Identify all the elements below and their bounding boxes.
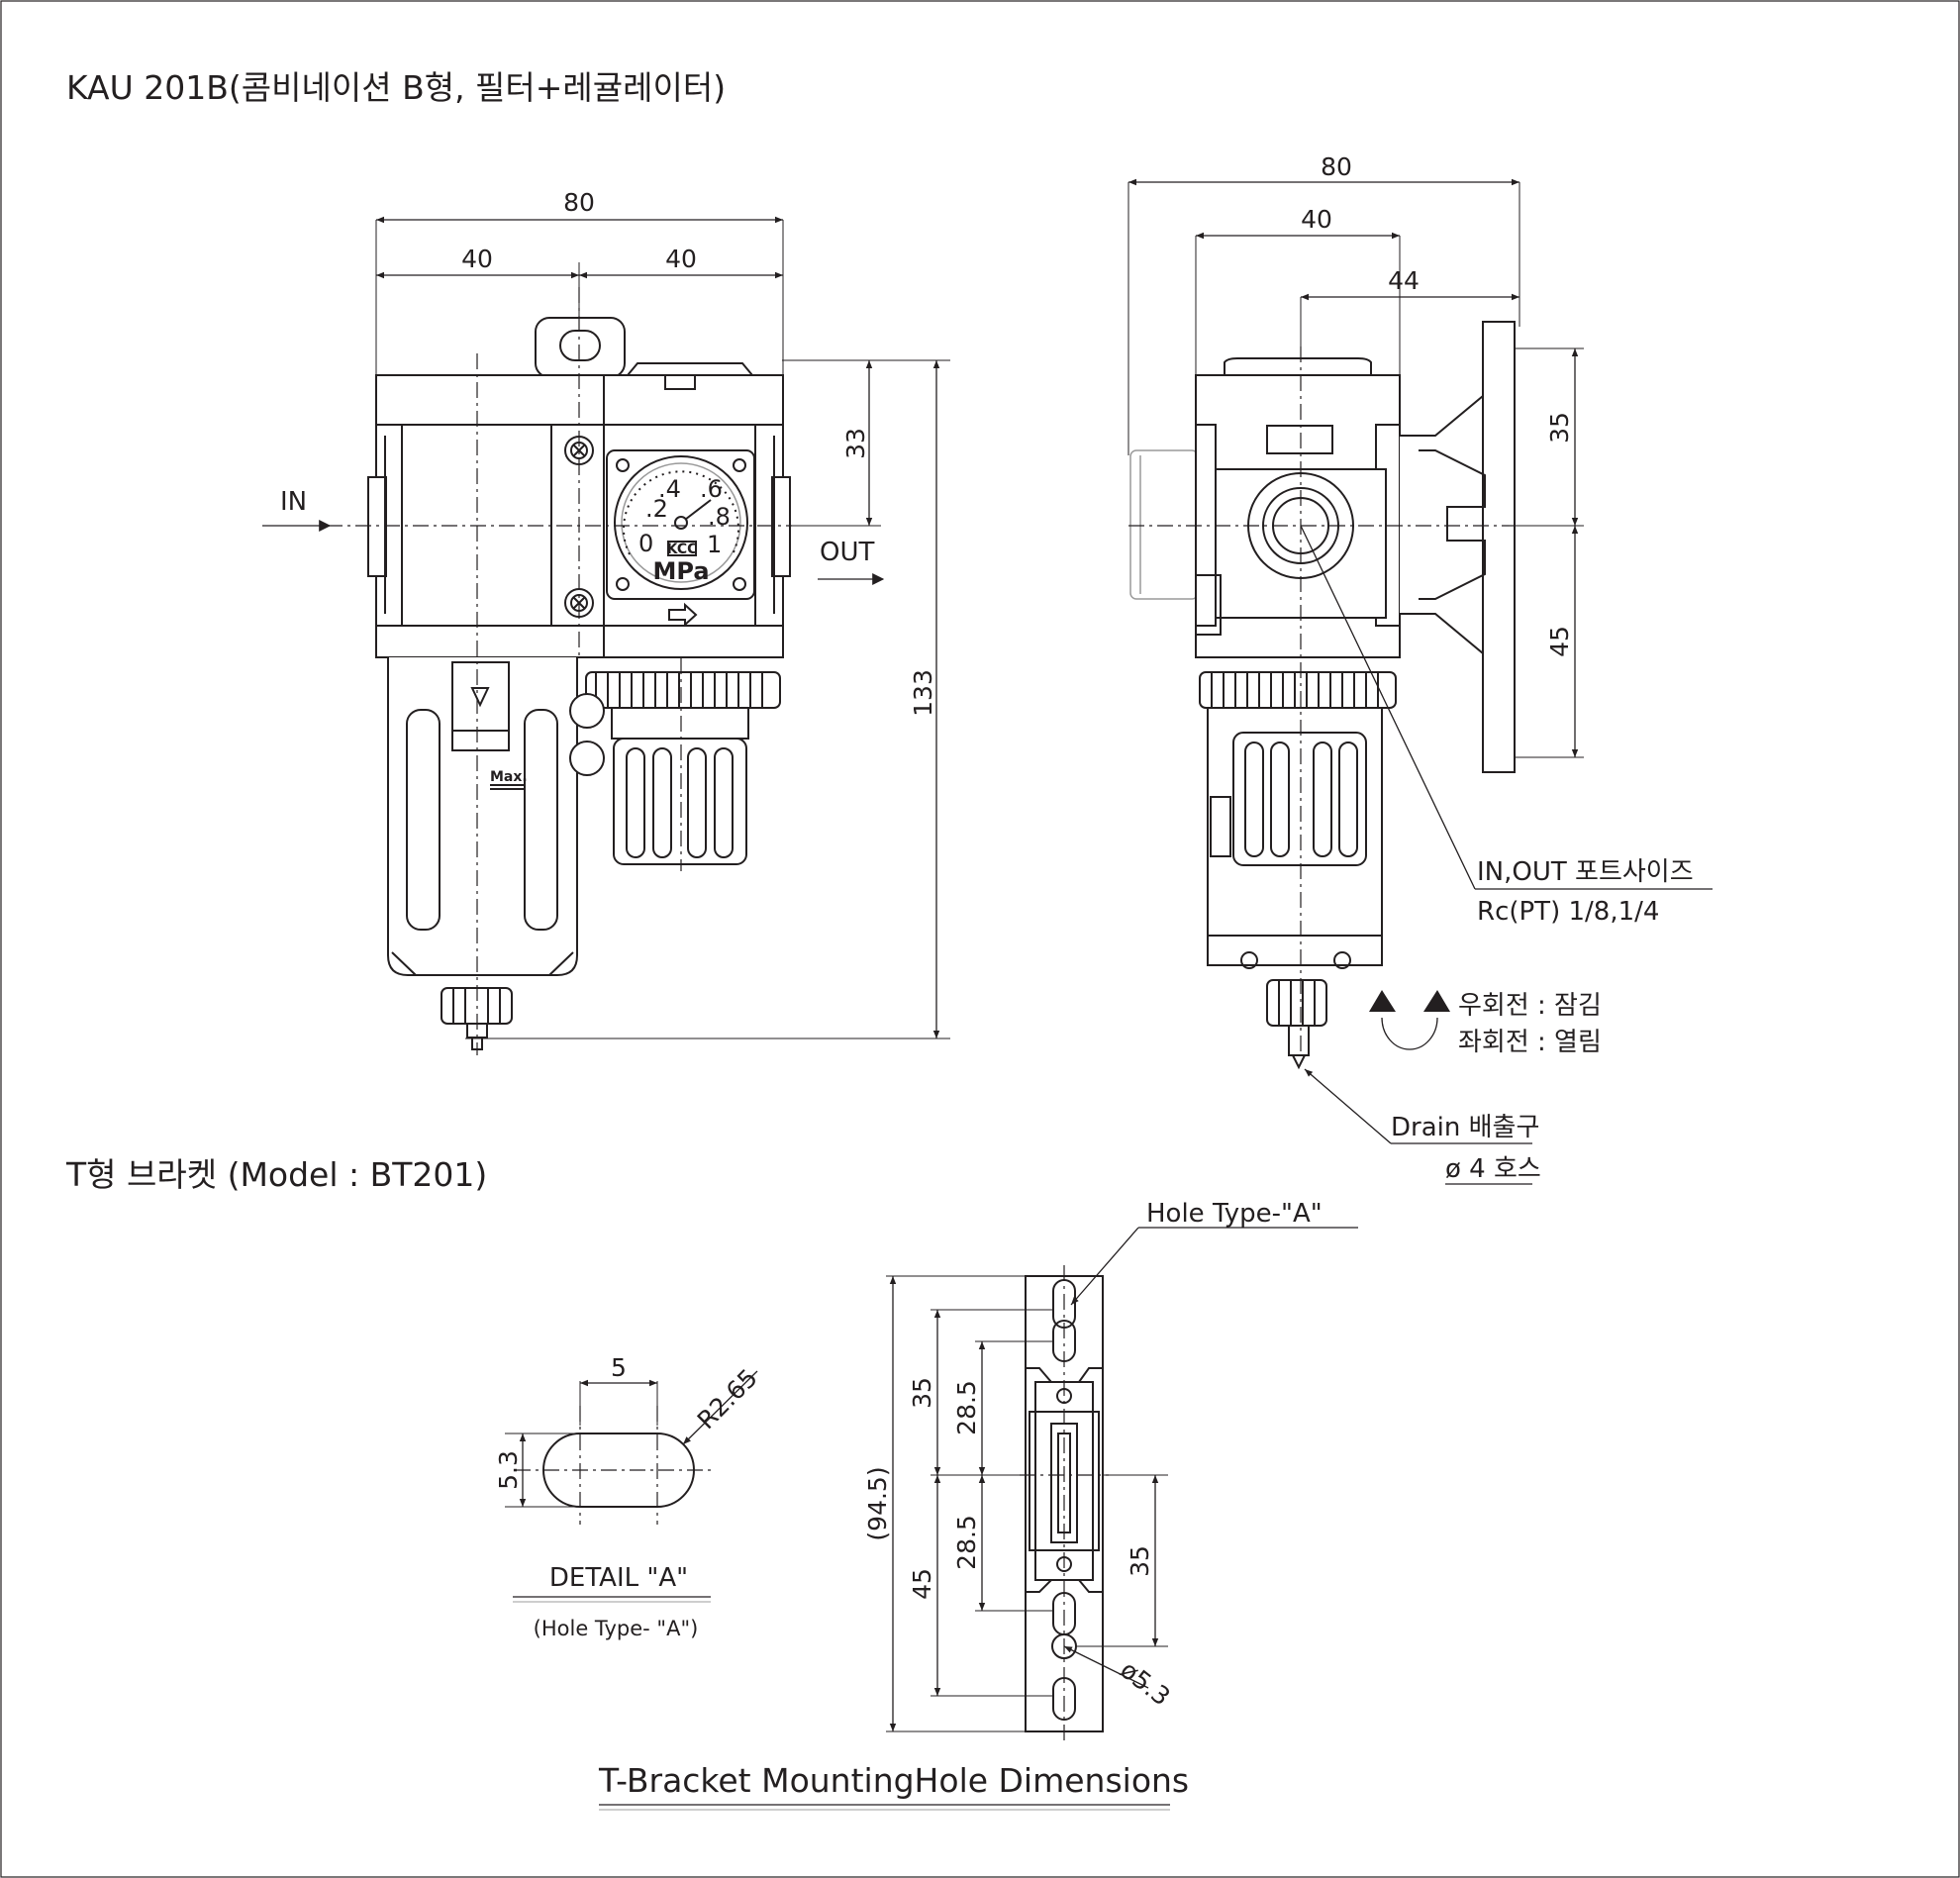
gauge-brand: KCC — [667, 542, 698, 557]
detail-radius: R2.65 — [692, 1363, 763, 1434]
max-level-label: Max. — [490, 769, 528, 785]
side-dim-35: 35 — [1545, 412, 1574, 444]
detail-a: 5 5.3 R2.65 DETAIL "A" (Hole Type- "A") — [494, 1353, 763, 1640]
dim-40-left: 40 — [461, 245, 493, 273]
side-view: 80 40 44 35 45 — [1127, 152, 1713, 1185]
bracket-title: T형 브라켓 (Model : BT201) — [65, 1155, 487, 1194]
dim-33: 33 — [841, 428, 870, 459]
bracket-dim-35: 35 — [908, 1377, 936, 1409]
in-label: IN — [280, 487, 307, 517]
hole-type-label: Hole Type-"A" — [1146, 1199, 1323, 1229]
front-view: 80 40 40 33 133 — [262, 188, 950, 1055]
dim-80: 80 — [563, 188, 595, 217]
rotation-cw-label: 우회전 : 잠김 — [1458, 991, 1602, 1021]
gauge-tick-8: .8 — [708, 503, 731, 531]
detail-subtitle: (Hole Type- "A") — [534, 1617, 699, 1640]
port-size-value: Rc(PT) 1/8,1/4 — [1477, 897, 1659, 927]
mounting-title: T-Bracket MountingHole Dimensions — [598, 1761, 1189, 1800]
t-bracket-side — [1400, 321, 1516, 773]
gauge-tick-1: 1 — [707, 531, 722, 558]
dim-133: 133 — [909, 669, 937, 717]
port-size-label: IN,OUT 포트사이즈 — [1477, 857, 1694, 887]
filter-bowl — [387, 657, 578, 976]
side-dim-40: 40 — [1301, 205, 1332, 234]
detail-title: DETAIL "A" — [549, 1563, 688, 1593]
bracket-view: (94.5) 35 28.5 45 28.5 35 ø5.3 Hole Type… — [863, 1199, 1358, 1744]
regulator-knob — [613, 738, 747, 865]
dim-40-right: 40 — [665, 245, 697, 273]
gauge-tick-4: .4 — [658, 475, 681, 503]
bracket-hole-dia: ø5.3 — [1115, 1655, 1175, 1712]
drain-label: Drain 배출구 — [1391, 1113, 1539, 1142]
main-title: KAU 201B(콤비네이션 B형, 필터+레귤레이터) — [66, 68, 726, 107]
bracket-dim-35-right: 35 — [1126, 1545, 1154, 1577]
detail-dim-5: 5 — [611, 1353, 627, 1382]
rotation-arrow-icon — [1381, 1017, 1438, 1050]
out-label: OUT — [820, 538, 874, 567]
side-dim-45: 45 — [1545, 626, 1574, 657]
side-dim-44: 44 — [1388, 266, 1420, 295]
gauge-tick-2: .2 — [645, 495, 668, 523]
bracket-dim-total: (94.5) — [863, 1466, 892, 1540]
flow-direction-icon — [668, 602, 698, 628]
bracket-dim-28-5-top: 28.5 — [952, 1380, 981, 1435]
bracket-dim-45: 45 — [908, 1568, 936, 1600]
gauge-tick-0: 0 — [638, 530, 653, 557]
bracket-dim-28-5-bottom: 28.5 — [952, 1515, 981, 1570]
rotation-ccw-label: 좌회전 : 열림 — [1458, 1028, 1602, 1057]
side-dim-80: 80 — [1321, 152, 1352, 181]
gauge-unit: MPa — [652, 557, 709, 585]
drain-hose-label: ø 4 호스 — [1445, 1154, 1541, 1184]
detail-dim-5-3: 5.3 — [494, 1450, 523, 1490]
gauge-tick-6: .6 — [700, 475, 723, 503]
